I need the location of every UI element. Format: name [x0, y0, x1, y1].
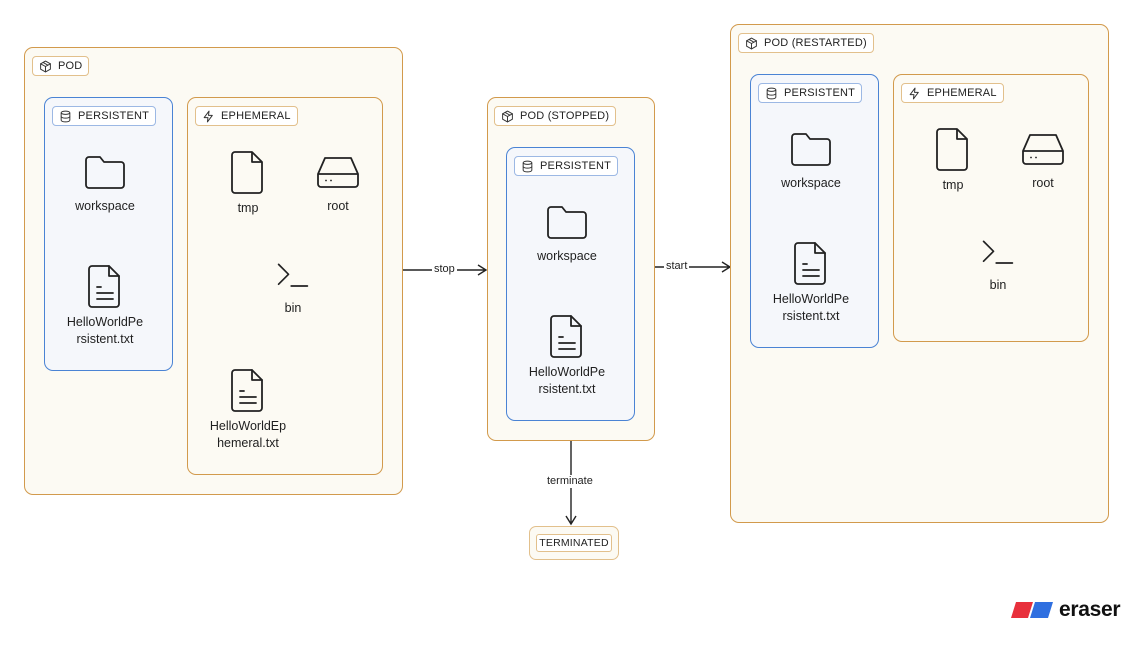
- workspace-label: workspace: [537, 249, 597, 263]
- workspace-node[interactable]: workspace: [751, 128, 871, 192]
- ephemeral-tag: EPHEMERAL: [195, 106, 298, 126]
- file-label-line1: HelloWorldPe: [772, 292, 850, 306]
- tmp-node[interactable]: tmp: [893, 126, 1013, 194]
- pod-tag: POD: [32, 56, 90, 76]
- pod-stopped-title: POD (STOPPED): [520, 110, 610, 122]
- ephemeral-tag: EPHEMERAL: [901, 83, 1004, 103]
- bolt-icon: [202, 110, 215, 123]
- hard-drive-icon: [315, 151, 361, 193]
- tmp-node[interactable]: tmp: [188, 149, 308, 217]
- persistent-volume[interactable]: [506, 147, 635, 421]
- pod-restarted-title: POD (RESTARTED): [764, 37, 867, 49]
- file-text-icon: [547, 313, 587, 359]
- terminated-node[interactable]: TERMINATED: [529, 526, 619, 560]
- workspace-node[interactable]: workspace: [45, 151, 165, 215]
- persistent-volume[interactable]: [44, 97, 173, 371]
- persistent-title: PERSISTENT: [784, 87, 856, 99]
- persistent-file-node[interactable]: HelloWorldPe rsistent.txt: [507, 313, 627, 398]
- pod-stopped-tag: POD (STOPPED): [494, 106, 617, 126]
- root-label: root: [1032, 176, 1054, 190]
- persistent-tag: PERSISTENT: [514, 156, 619, 176]
- file-label-line1: HelloWorldEp: [209, 419, 287, 433]
- persistent-volume[interactable]: [750, 74, 879, 348]
- ephemeral-volume[interactable]: [187, 97, 383, 475]
- folder-icon: [544, 201, 590, 243]
- persistent-tag: PERSISTENT: [52, 106, 157, 126]
- root-label: root: [327, 199, 349, 213]
- file-icon: [933, 126, 973, 172]
- persistent-tag: PERSISTENT: [758, 83, 863, 103]
- terminal-icon: [273, 259, 313, 295]
- workspace-label: workspace: [75, 199, 135, 213]
- ephemeral-file-node[interactable]: HelloWorldEp hemeral.txt: [188, 367, 308, 452]
- bin-label: bin: [989, 278, 1007, 292]
- file-label-line2: hemeral.txt: [217, 436, 279, 450]
- workspace-node[interactable]: workspace: [507, 201, 627, 265]
- root-node[interactable]: root: [983, 128, 1103, 192]
- folder-icon: [82, 151, 128, 193]
- file-label-line2: rsistent.txt: [76, 332, 134, 346]
- file-label-line1: HelloWorldPe: [66, 315, 144, 329]
- pod-title: POD: [58, 60, 83, 72]
- eraser-logo-icon: [1011, 602, 1053, 618]
- file-text-icon: [85, 263, 125, 309]
- file-label-line1: HelloWorldPe: [528, 365, 606, 379]
- pod-restarted-tag: POD (RESTARTED): [738, 33, 874, 53]
- start-label: start: [664, 260, 690, 273]
- tmp-label: tmp: [942, 178, 964, 192]
- brand-name: eraser: [1059, 598, 1121, 621]
- hard-drive-icon: [1020, 128, 1066, 170]
- cube-icon: [745, 37, 758, 50]
- ephemeral-title: EPHEMERAL: [221, 110, 291, 122]
- workspace-label: workspace: [781, 176, 841, 190]
- ephemeral-volume[interactable]: [893, 74, 1089, 342]
- bin-node[interactable]: bin: [938, 236, 1058, 294]
- file-text-icon: [791, 240, 831, 286]
- bolt-icon: [908, 87, 921, 100]
- persistent-file-node[interactable]: HelloWorldPe rsistent.txt: [751, 240, 871, 325]
- terminal-icon: [978, 236, 1018, 272]
- file-icon: [228, 149, 268, 195]
- file-text-icon: [228, 367, 268, 413]
- terminated-label: TERMINATED: [536, 534, 612, 552]
- tmp-label: tmp: [237, 201, 259, 215]
- terminate-label: terminate: [545, 475, 595, 488]
- persistent-file-node[interactable]: HelloWorldPe rsistent.txt: [45, 263, 165, 348]
- bin-label: bin: [284, 301, 302, 315]
- database-icon: [765, 87, 778, 100]
- eraser-logo: eraser: [1011, 598, 1121, 622]
- cube-icon: [39, 60, 52, 73]
- ephemeral-title: EPHEMERAL: [927, 87, 997, 99]
- file-label-line2: rsistent.txt: [782, 309, 840, 323]
- database-icon: [59, 110, 72, 123]
- persistent-title: PERSISTENT: [540, 160, 612, 172]
- folder-icon: [788, 128, 834, 170]
- file-label-line2: rsistent.txt: [538, 382, 596, 396]
- root-node[interactable]: root: [278, 151, 398, 215]
- stop-label: stop: [432, 263, 457, 276]
- cube-icon: [501, 110, 514, 123]
- bin-node[interactable]: bin: [233, 259, 353, 317]
- database-icon: [521, 160, 534, 173]
- persistent-title: PERSISTENT: [78, 110, 150, 122]
